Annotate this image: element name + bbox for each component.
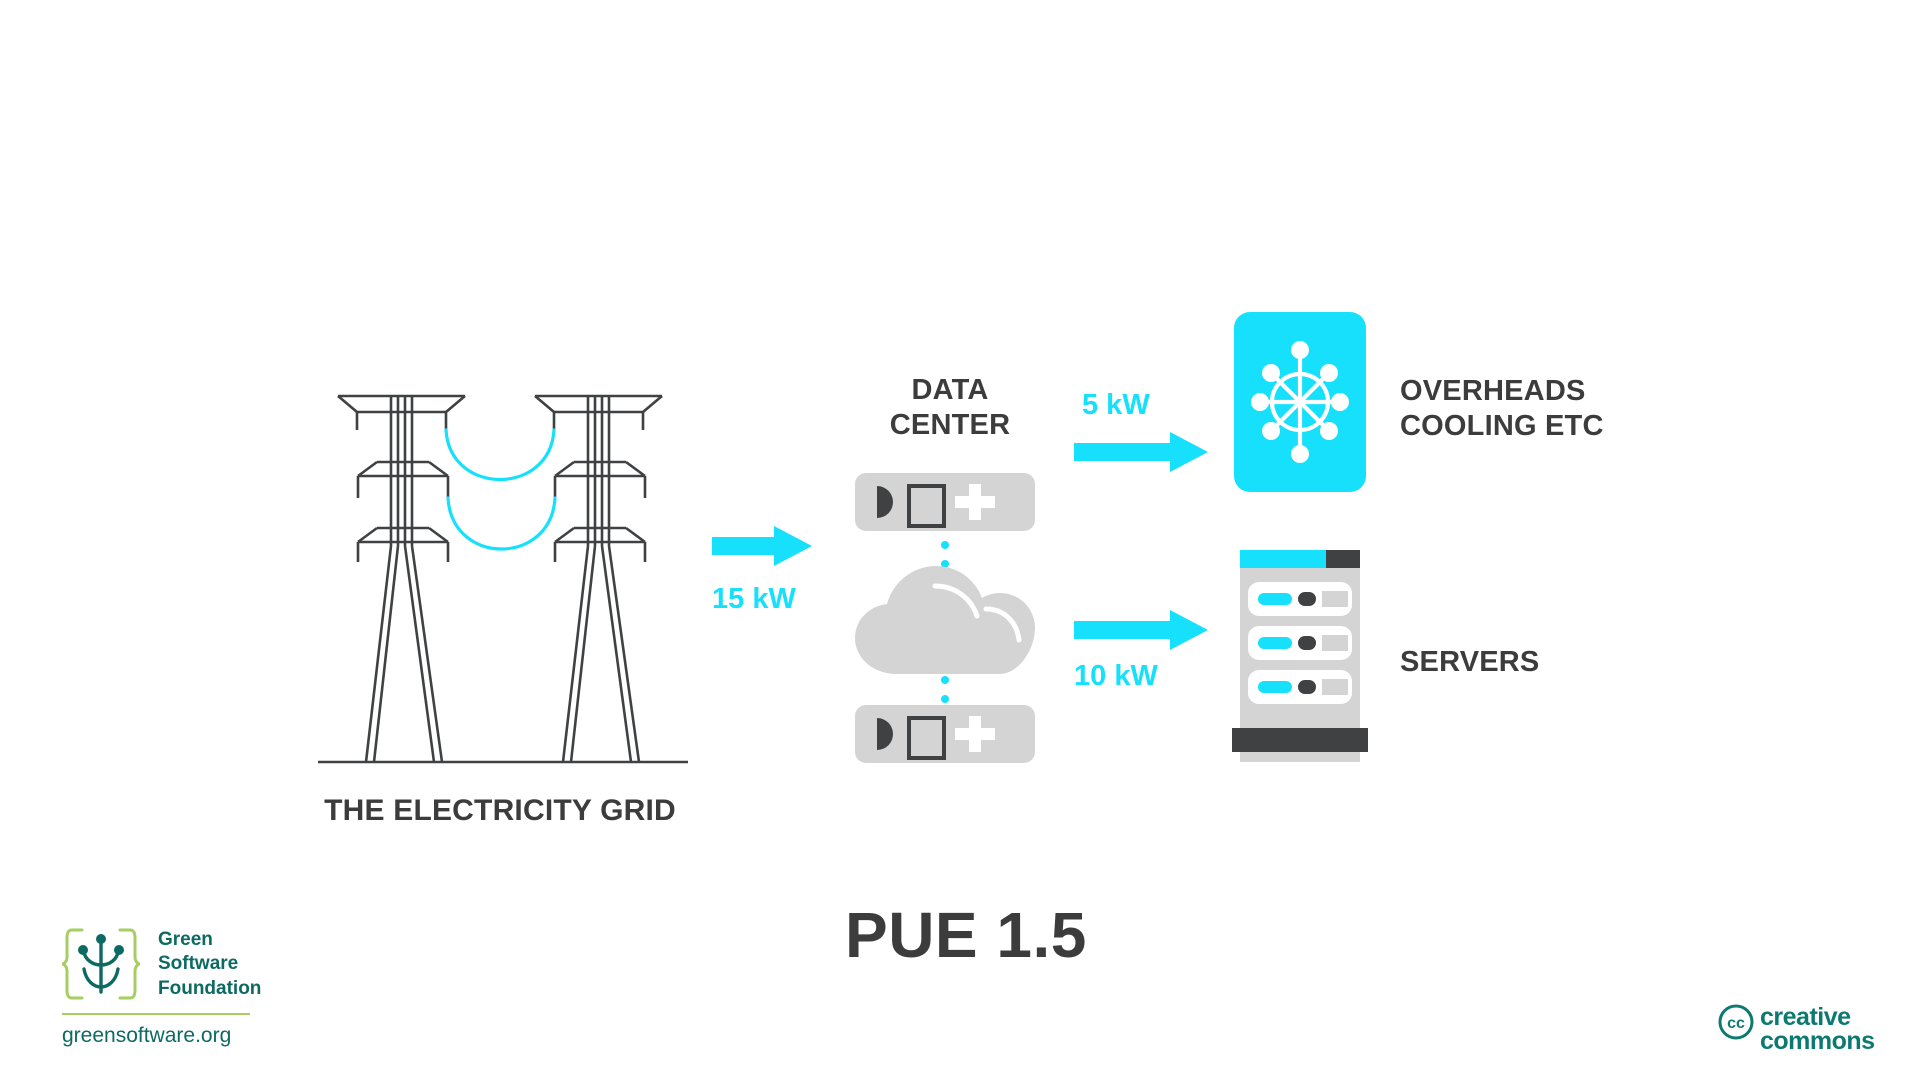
datacenter-caption-line1: DATA — [911, 374, 989, 406]
slot-oval — [1298, 636, 1316, 650]
datacenter-caption: DATA CENTER — [830, 373, 1070, 444]
servers-caption: SERVERS — [1400, 646, 1540, 678]
slot-block — [1322, 591, 1348, 607]
datacenter-caption-line2: CENTER — [889, 409, 1011, 442]
gsf-line2: Software — [158, 953, 239, 975]
network-hub-icon — [1250, 338, 1350, 466]
creative-commons-logo: cc creative commons — [1718, 1000, 1888, 1054]
grid-caption: THE ELECTRICITY GRID — [324, 794, 676, 827]
rack-slot — [1248, 582, 1352, 616]
connector-dot — [941, 676, 949, 684]
gsf-wordmark: Green Software Foundation — [158, 928, 261, 1001]
page-title: PUE 1.5 — [845, 899, 1087, 971]
half-disc-icon — [877, 718, 893, 750]
slot-oval — [1298, 592, 1316, 606]
gsf-url[interactable]: greensoftware.org — [62, 1024, 232, 1047]
connector-dot — [941, 560, 949, 568]
flow-arrow-grid-to-datacenter — [712, 526, 812, 566]
rack-top-indicator — [1240, 550, 1326, 568]
slot-pill — [1258, 593, 1292, 605]
document-outline-icon — [907, 716, 946, 760]
overheads-card — [1234, 312, 1366, 492]
rack-slot — [1248, 626, 1352, 660]
connector-dot — [941, 695, 949, 703]
rack-base — [1232, 728, 1368, 752]
cc-line1: creative — [1760, 1003, 1851, 1031]
slot-block — [1322, 679, 1348, 695]
datacenter-server-bar-bottom — [855, 705, 1035, 763]
gsf-line1: Green — [158, 929, 213, 950]
overheads-caption-line2: COOLING ETC — [1400, 410, 1604, 443]
flow-label-5kw: 5 kW — [1082, 389, 1150, 421]
gsf-tree-mark-icon — [59, 925, 143, 1003]
flow-label-10kw: 10 kW — [1074, 660, 1158, 692]
cloud-icon — [853, 562, 1037, 674]
overheads-caption: OVERHEADS COOLING ETC — [1400, 374, 1604, 445]
datacenter-server-bar-top — [855, 473, 1035, 531]
flow-arrow-datacenter-to-servers — [1074, 610, 1208, 650]
cc-wordmark: creative commons — [1760, 1003, 1875, 1055]
overheads-caption-line1: OVERHEADS — [1400, 375, 1586, 407]
flow-arrow-datacenter-to-overheads — [1074, 432, 1208, 472]
half-disc-icon — [877, 486, 893, 518]
power-line-curve — [444, 428, 557, 551]
plus-icon — [955, 716, 995, 752]
flow-label-15kw: 15 kW — [712, 583, 796, 615]
server-rack-icon — [1232, 550, 1368, 762]
cc-circle-icon: cc — [1718, 1004, 1754, 1040]
gsf-divider — [62, 1013, 250, 1015]
slot-oval — [1298, 680, 1316, 694]
document-outline-icon — [907, 484, 946, 528]
connector-dot — [941, 541, 949, 549]
slot-pill — [1258, 637, 1292, 649]
slot-pill — [1258, 681, 1292, 693]
plus-icon — [955, 484, 995, 520]
slot-block — [1322, 635, 1348, 651]
electricity-pylons-icon — [300, 370, 700, 790]
cc-line2: commons — [1760, 1027, 1875, 1055]
green-software-foundation-logo: Green Software Foundation greensoftware.… — [59, 925, 312, 1047]
gsf-line3: Foundation — [158, 977, 262, 999]
svg-text:cc: cc — [1727, 1015, 1745, 1032]
rack-top-dark — [1326, 550, 1360, 568]
rack-slot — [1248, 670, 1352, 704]
